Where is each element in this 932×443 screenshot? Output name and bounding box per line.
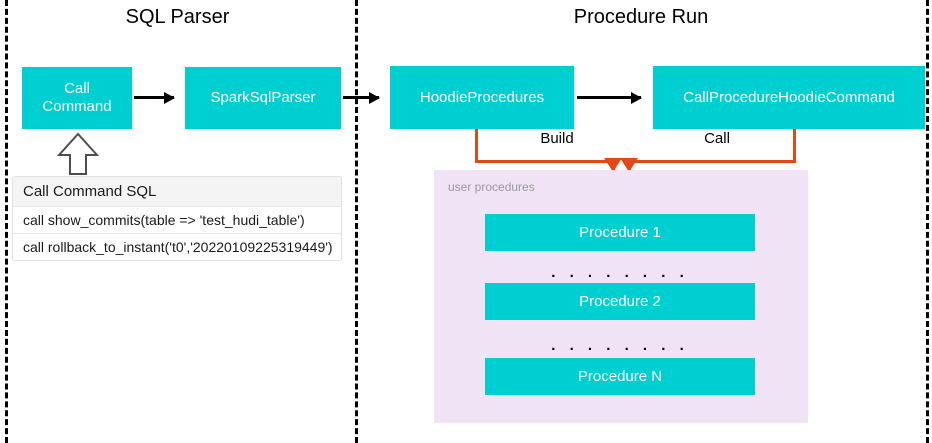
node-call-procedure-hoodie-command[interactable]: CallProcedureHoodieCommand [653, 66, 925, 129]
node-call-command-line1: Call [64, 80, 90, 97]
edge-label-build: Build [540, 130, 574, 147]
node-call-command-line2: Command [42, 98, 112, 115]
call-connector-horizontal [628, 160, 796, 163]
procedure-item[interactable]: Procedure N [485, 358, 755, 395]
node-spark-sql-parser[interactable]: SparkSqlParser [185, 67, 341, 129]
section-title-sql-parser: SQL Parser [125, 6, 230, 28]
build-connector-vertical-left [475, 129, 478, 163]
right-arrow-icon-hoodie-procedures-to-call-procedure-command [577, 91, 642, 104]
call-connector-vertical-right [793, 129, 796, 163]
ellipsis-separator: . . . . . . . . [551, 337, 689, 354]
user-procedures-label: user procedures [448, 180, 535, 194]
right-arrow-icon-call-command-to-spark-parser [134, 91, 175, 104]
edge-label-call: Call [704, 130, 730, 147]
dashed-divider-left [5, 0, 8, 443]
down-arrow-icon-call [620, 158, 638, 172]
procedure-item[interactable]: Procedure 2 [485, 283, 755, 320]
sql-table-header: Call Command SQL [13, 177, 341, 207]
dashed-divider-right [926, 0, 929, 443]
dashed-divider-middle [355, 0, 358, 443]
procedure-item[interactable]: Procedure 1 [485, 214, 755, 251]
hollow-up-arrow-icon [57, 132, 99, 175]
right-arrow-icon-spark-parser-to-hoodie-procedures [343, 91, 380, 104]
section-title-procedure-run: Procedure Run [573, 6, 709, 28]
build-connector-horizontal [475, 160, 615, 163]
sql-table-row: call rollback_to_instant('t0','202201092… [23, 239, 333, 255]
ellipsis-separator: . . . . . . . . [551, 264, 689, 281]
node-hoodie-procedures[interactable]: HoodieProcedures [390, 66, 574, 129]
user-procedures-panel: user procedures Procedure 1 . . . . . . … [434, 170, 808, 423]
down-arrow-icon-build [604, 158, 622, 172]
call-command-sql-table: Call Command SQL call show_commits(table… [12, 176, 342, 261]
sql-table-row: call show_commits(table => 'test_hudi_ta… [13, 207, 341, 234]
node-call-command[interactable]: Call Command [22, 67, 132, 129]
